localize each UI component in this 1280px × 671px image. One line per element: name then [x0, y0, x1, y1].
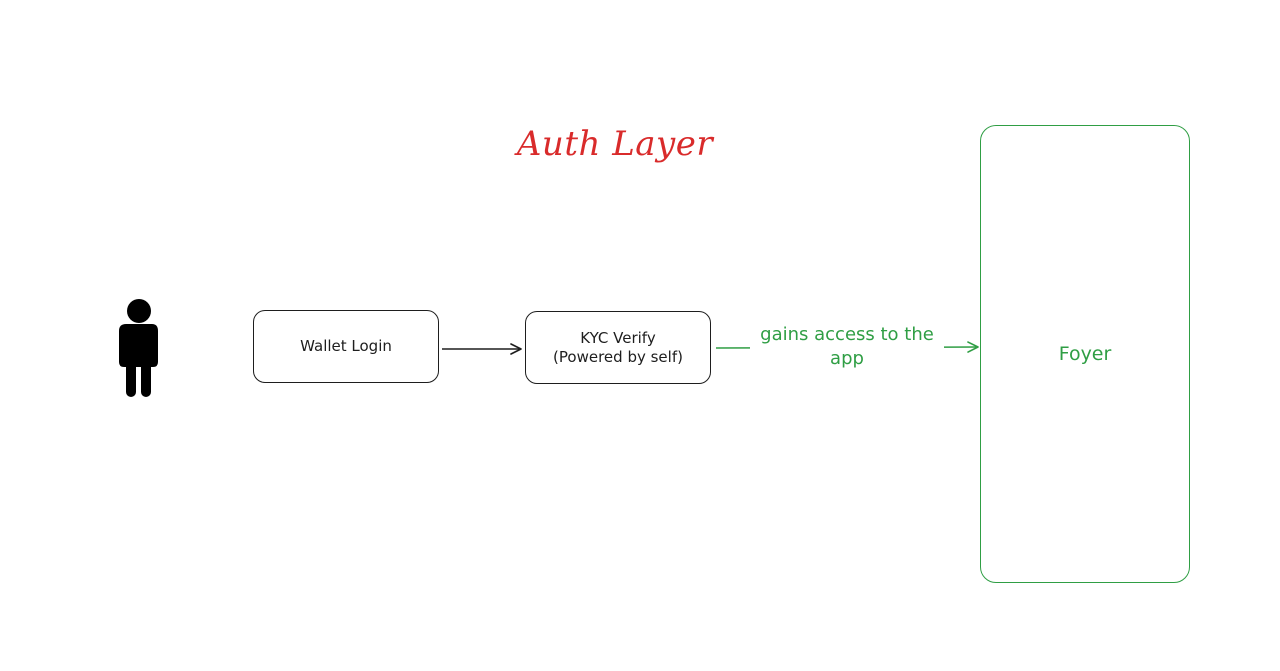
diagram-title: Auth Layer — [516, 124, 714, 164]
wallet-login-node: Wallet Login — [253, 310, 439, 383]
kyc-verify-label: KYC Verify (Powered by self) — [553, 328, 683, 366]
person-icon — [119, 299, 158, 397]
kyc-verify-node: KYC Verify (Powered by self) — [525, 311, 711, 384]
foyer-label: Foyer — [1058, 343, 1112, 365]
foyer-node: Foyer — [980, 125, 1190, 583]
access-edge-label: gains access to the app — [750, 323, 944, 371]
wallet-login-label: Wallet Login — [300, 337, 392, 355]
